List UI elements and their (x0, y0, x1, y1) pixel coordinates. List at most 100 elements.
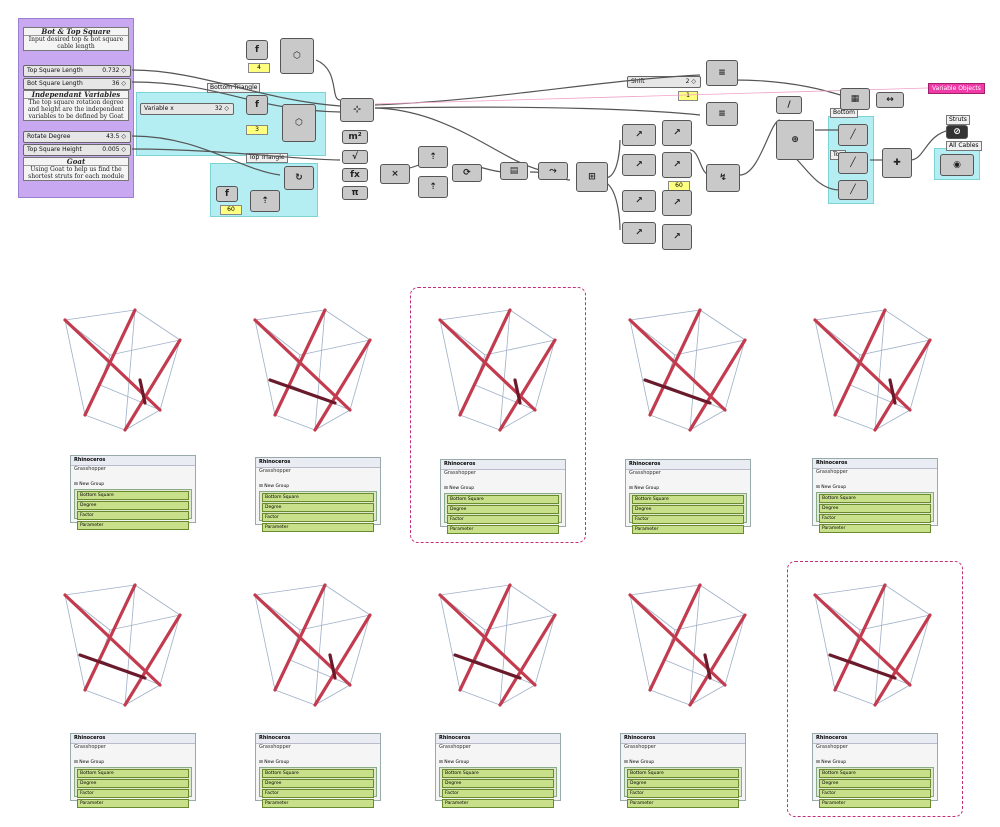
degrees-component[interactable]: fx (342, 168, 368, 182)
group-label-top-triangle: Top Triangle (246, 153, 288, 163)
rotate-component[interactable]: ↻ (284, 166, 314, 190)
move-component[interactable]: ⇡ (250, 190, 280, 212)
slider-row[interactable]: Parameter (442, 799, 554, 808)
square-component[interactable]: m² (342, 130, 368, 144)
pipe-component[interactable]: ╱ (838, 152, 868, 174)
slider-row[interactable]: Factor (447, 515, 559, 524)
list-item-component[interactable]: ↗ (662, 120, 692, 146)
slider-row[interactable]: Degree (262, 503, 374, 512)
slider-row[interactable]: Degree (442, 779, 554, 788)
dispatch-component[interactable]: ⊕ (776, 120, 814, 160)
vector-component[interactable]: ↗ (622, 124, 656, 146)
slider-row[interactable]: Factor (77, 789, 189, 798)
slider-row[interactable]: Degree (262, 779, 374, 788)
variable-objects-param[interactable]: Variable Objects (928, 83, 985, 94)
move-component[interactable]: ⇡ (418, 176, 448, 198)
expression-component[interactable]: f (246, 40, 268, 60)
slider-top-square-length[interactable]: Top Square Length 0.732 ◇ (23, 65, 131, 77)
list-item-component[interactable]: ↗ (662, 190, 692, 216)
custom-preview-component[interactable]: ◉ (940, 154, 974, 176)
group-label: ⊟ New Group (259, 760, 290, 765)
merge-component[interactable]: ⟳ (452, 164, 482, 182)
slider-row[interactable]: Parameter (819, 799, 931, 808)
slider-row[interactable]: Parameter (447, 525, 559, 534)
slider-row[interactable]: Degree (632, 505, 744, 514)
deconstruct-component[interactable]: ⊹ (340, 98, 374, 122)
slider-row[interactable]: Parameter (627, 799, 739, 808)
merge-component[interactable]: ✚ (882, 148, 912, 178)
slider-row[interactable]: Bottom Square (819, 494, 931, 503)
graft-component[interactable]: ⤳ (538, 162, 568, 180)
slider-bot-square-length[interactable]: Bot Square Length 36 ◇ (23, 78, 131, 90)
slider-row[interactable]: Factor (77, 511, 189, 520)
slider-row[interactable]: Factor (442, 789, 554, 798)
slider-row[interactable]: Bottom Square (627, 769, 739, 778)
multiply-component[interactable]: × (380, 164, 410, 184)
slider-variable-x[interactable]: Variable x 32 ◇ (140, 103, 234, 115)
line-component[interactable]: / (776, 96, 802, 114)
slider-row[interactable]: Bottom Square (262, 769, 374, 778)
slider-row[interactable]: Parameter (77, 799, 189, 808)
slider-row[interactable]: Bottom Square (632, 495, 744, 504)
slider-row[interactable]: Factor (262, 789, 374, 798)
slider-row[interactable]: Degree (447, 505, 559, 514)
list-item-component[interactable]: ↗ (662, 224, 692, 250)
deconstruct-component[interactable]: ▦ (840, 88, 870, 110)
slider-row[interactable]: Factor (819, 789, 931, 798)
polygon-component[interactable]: ⬡ (282, 104, 316, 142)
vector-component[interactable]: ↗ (622, 154, 656, 176)
slider-row[interactable]: Degree (819, 504, 931, 513)
slider-row[interactable]: Parameter (77, 521, 189, 530)
group-label: ⊟ New Group (439, 760, 470, 765)
toolbar (256, 475, 380, 484)
panel-value-60[interactable]: 60 (220, 205, 242, 215)
list-component[interactable]: ▤ (500, 162, 528, 180)
slider-row[interactable]: Parameter (262, 799, 374, 808)
slider-row[interactable]: Degree (77, 501, 189, 510)
pi-component[interactable]: π (342, 186, 368, 200)
slider-row[interactable]: Degree (627, 779, 739, 788)
expression-component[interactable]: f (246, 95, 268, 115)
length-component[interactable]: ↔ (876, 92, 904, 108)
slider-row[interactable]: Factor (262, 513, 374, 522)
slider-rotate-degree[interactable]: Rotate Degree 43.5 ◇ (23, 131, 131, 143)
slider-row[interactable]: Factor (632, 515, 744, 524)
struts-param[interactable]: ⊘ (946, 125, 968, 139)
panel-value-4[interactable]: 4 (248, 63, 270, 73)
pipe-component[interactable]: ╱ (838, 180, 868, 200)
pipe-component[interactable]: ╱ (838, 124, 868, 146)
slider-row[interactable]: Bottom Square (77, 491, 189, 500)
slider-row[interactable]: Bottom Square (447, 495, 559, 504)
slider-row[interactable]: Parameter (819, 524, 931, 533)
slider-row[interactable]: Degree (819, 779, 931, 788)
vector-component[interactable]: ↗ (622, 190, 656, 212)
line-component[interactable]: ↯ (706, 164, 740, 192)
sqrt-component[interactable]: √ (342, 150, 368, 164)
slider-row[interactable]: Parameter (632, 525, 744, 534)
group-label-bottom-triangle: Bottom Triangle (207, 83, 261, 93)
shift-list-component[interactable]: ≡ (706, 102, 738, 126)
slider-row[interactable]: Degree (77, 779, 189, 788)
panel-subtitle: Grasshopper (259, 744, 291, 750)
weave-component[interactable]: ⊞ (576, 162, 608, 192)
module-renders (63, 308, 932, 707)
vector-component[interactable]: ↗ (622, 222, 656, 244)
move-component[interactable]: ⇡ (418, 146, 448, 168)
slider-row[interactable]: Factor (819, 514, 931, 523)
expression-component[interactable]: f (216, 186, 238, 202)
list-item-component[interactable]: ↗ (662, 152, 692, 178)
window-title: Rhinoceros (256, 734, 380, 744)
shift-list-component[interactable]: ≡ (706, 60, 738, 86)
polygon-component[interactable]: ⬡ (280, 38, 314, 74)
slider-row[interactable]: Bottom Square (442, 769, 554, 778)
panel-value-3[interactable]: 3 (246, 125, 268, 135)
slider-row[interactable]: Bottom Square (819, 769, 931, 778)
slider-row[interactable]: Factor (627, 789, 739, 798)
slider-top-square-height[interactable]: Top Square Height 0.005 ◇ (23, 144, 131, 156)
strut (648, 308, 702, 417)
slider-row[interactable]: Bottom Square (77, 769, 189, 778)
panel-value-1[interactable]: 1 (678, 91, 698, 101)
slider-row[interactable]: Bottom Square (262, 493, 374, 502)
slider-row[interactable]: Parameter (262, 523, 374, 532)
